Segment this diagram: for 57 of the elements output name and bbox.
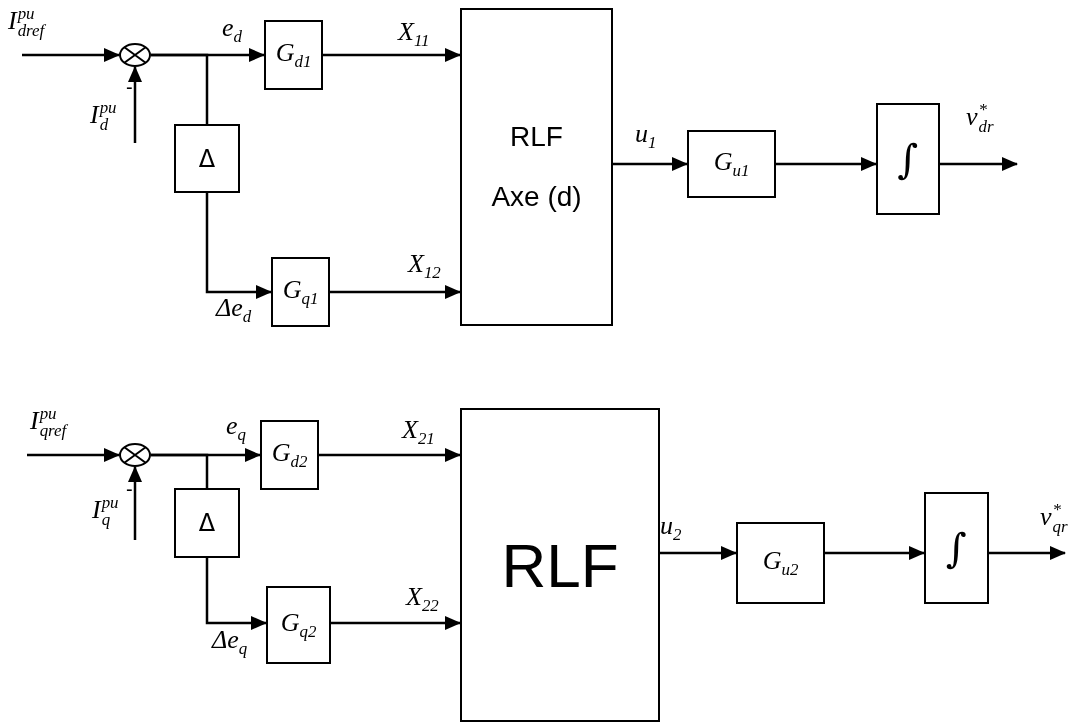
transfer-function: G$_{d2}$ <box>271 437 308 473</box>
transfer-block <box>260 420 319 490</box>
arrow <box>205 193 272 299</box>
transfer-block <box>271 257 330 327</box>
transfer-block <box>687 130 776 198</box>
transfer-function: G$_{d1}$ <box>275 37 312 73</box>
arrow <box>660 546 737 560</box>
arrow <box>27 448 120 462</box>
integral-sign: ∫ <box>946 525 967 571</box>
signal-label: Δe$_{q}$ <box>212 626 248 659</box>
transfer-block <box>736 522 825 604</box>
arrow <box>989 546 1066 560</box>
arrow <box>205 558 267 630</box>
signal-label: X$_{22}$ <box>406 583 439 616</box>
arrow <box>613 157 688 171</box>
signal-label: e$_{q}$ <box>226 412 246 445</box>
arrow <box>22 48 120 62</box>
signal-label: X$_{12}$ <box>408 250 441 283</box>
block-title: Axe (d) <box>491 181 582 213</box>
summing-junction <box>119 443 151 467</box>
transfer-function: G$_{u1}$ <box>713 146 750 182</box>
integral-sign: ∫ <box>897 136 919 182</box>
arrow <box>323 48 461 62</box>
transfer-block <box>266 586 331 664</box>
arrow <box>128 66 142 143</box>
sign-label: - <box>126 478 133 501</box>
summing-junction <box>119 43 151 67</box>
arrow <box>940 157 1018 171</box>
transfer-function: G$_{q1}$ <box>282 274 319 310</box>
block-title: RLF <box>501 529 619 601</box>
transfer-function: G$_{u2}$ <box>762 545 799 581</box>
arrow <box>319 448 461 462</box>
integrator-block <box>924 492 989 604</box>
delta-symbol: Δ <box>198 509 216 537</box>
signal-label: e$_{d}$ <box>222 14 242 47</box>
connector-line <box>151 53 209 124</box>
delta-symbol: Δ <box>198 144 216 173</box>
block-title: RLF <box>510 121 563 153</box>
signal-label: Δe$_{d}$ <box>216 294 252 327</box>
signal-label: u$_{1}$ <box>635 120 657 153</box>
integrator-block <box>876 103 940 215</box>
connector-line <box>151 453 209 488</box>
arrow <box>128 466 142 540</box>
difference-block <box>174 488 240 558</box>
transfer-block <box>264 20 323 90</box>
arrow <box>776 157 877 171</box>
signal-label: X$_{21}$ <box>402 416 435 449</box>
arrow <box>331 616 461 630</box>
arrow <box>825 546 925 560</box>
signal-label: u$_{2}$ <box>660 512 682 545</box>
controller-block <box>460 8 613 326</box>
transfer-function: G$_{q2}$ <box>280 607 317 643</box>
arrow <box>330 285 461 299</box>
signal-label: X$_{11}$ <box>398 18 430 51</box>
sign-label: - <box>126 76 133 99</box>
controller-block <box>460 408 660 722</box>
difference-block <box>174 124 240 193</box>
